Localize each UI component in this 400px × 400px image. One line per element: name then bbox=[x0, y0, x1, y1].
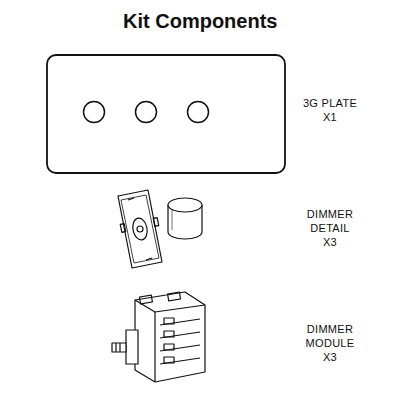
dimmer-module bbox=[112, 292, 205, 382]
part-label: DIMMER MODULE X3 bbox=[302, 322, 358, 364]
part-label: DIMMER DETAIL X3 bbox=[303, 207, 357, 249]
page-title: Kit Components bbox=[123, 10, 277, 33]
part-label: 3G PLATE X1 bbox=[298, 96, 362, 124]
plate-3g bbox=[47, 55, 285, 173]
dimmer-detail bbox=[118, 190, 202, 268]
